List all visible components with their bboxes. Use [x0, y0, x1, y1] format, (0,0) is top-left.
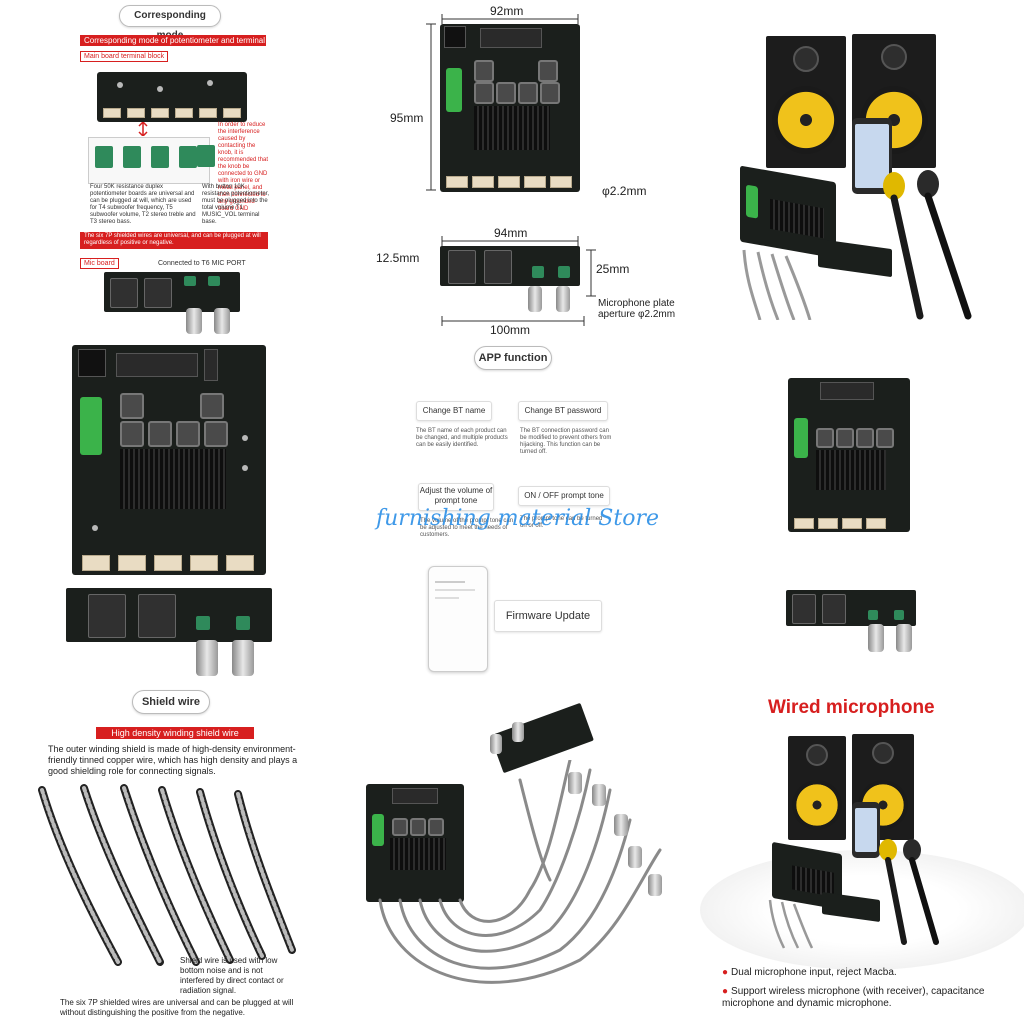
dim-line-height-3 [586, 249, 596, 297]
wired-microphone-title: Wired microphone [768, 697, 935, 718]
kit-knob-1 [568, 772, 582, 794]
phone-app-screenshot [428, 566, 488, 672]
phone-bottom [852, 802, 880, 858]
arrow-icon [138, 122, 148, 136]
microphone-icon [883, 170, 972, 320]
right-knob-2 [896, 624, 912, 652]
right-potentiometer-desc: With button 10K resistance potentiometer… [202, 184, 270, 225]
kit-knob-5 [648, 874, 662, 896]
shielded-wire-note: The six 7P shielded wires are universal,… [80, 232, 268, 249]
cables-bottom [768, 899, 814, 949]
kit-knob-7 [512, 722, 524, 742]
app-desc-change-bt-name: The BT name of each product can be chang… [416, 428, 508, 448]
mic-board-right [786, 590, 916, 626]
note-text: In order to reduce the interference caus… [218, 122, 269, 212]
dim-knob-2 [556, 286, 570, 312]
kit-knob-6 [490, 734, 502, 754]
mic-board-small [104, 272, 240, 312]
app-item-change-bt-name: Change BT name [416, 401, 492, 421]
terminal-block-board [97, 72, 247, 122]
kit-knob-2 [592, 784, 606, 806]
dim-line-width-1 [441, 14, 579, 24]
shield-wire-bar: High density winding shield wire [96, 727, 254, 739]
shield-wire-note-2: The six 7P shielded wires are universal … [60, 998, 294, 1017]
speaker-left [766, 36, 846, 168]
dim-line-width-3 [441, 316, 585, 326]
dim-line-height-1 [426, 23, 436, 191]
app-item-adjust-volume: Adjust the volume of prompt tone [418, 483, 494, 511]
shield-cables [38, 784, 296, 966]
wired-bullet-1: ●Dual microphone input, reject Macba. [722, 967, 897, 978]
firmware-update-card: Firmware Update [494, 600, 602, 632]
main-amplifier-board [72, 345, 266, 575]
dim-width-3: 100mm [490, 323, 531, 337]
dim-height-3: 25mm [596, 262, 630, 276]
corresponding-mode-bar: Corresponding mode of potentiometer and … [80, 35, 266, 46]
mic-board-dimension [440, 246, 580, 286]
app-desc-adjust-volume: The volume of the prompt tone can be adj… [420, 518, 514, 538]
store-watermark: furnishing material Store [376, 506, 660, 531]
amplifier-board-right [788, 378, 910, 532]
dim-knob-1 [528, 286, 542, 312]
mic-connect-text: Connected to T6 MIC PORT [158, 260, 246, 267]
app-item-prompt-tone: ON / OFF prompt tone [518, 486, 610, 506]
app-desc-change-bt-password: The BT connection password can be modifi… [520, 428, 612, 455]
mic-board-label: Mic board [80, 258, 119, 269]
microphone-icon-bottom [879, 839, 939, 945]
corresponding-mode-title: Corresponding mode [119, 5, 221, 41]
mic-knob-3 [196, 640, 218, 676]
left-potentiometer-desc: Four 50K resistance duplex potentiometer… [90, 184, 196, 225]
app-item-change-bt-password: Change BT password [518, 401, 608, 421]
shield-wire-note-1: Shield wire is used with low bottom nois… [180, 956, 284, 995]
dim-height-1: 95mm [390, 111, 424, 125]
mic-board-large [66, 588, 272, 642]
mic-knob-4 [232, 640, 254, 676]
mic-knob-2 [214, 308, 230, 334]
potentiometer-group [88, 137, 210, 184]
shield-wire-desc: The outer winding shield is made of high… [48, 744, 298, 776]
volume-potentiometer [196, 137, 216, 182]
kit-amplifier-board [366, 784, 464, 902]
wired-bullet-2: ●Support wireless microphone (with recei… [722, 986, 985, 1009]
dim-width-2: 94mm [494, 226, 528, 240]
shield-wire-title: Shield wire [132, 690, 210, 714]
app-desc-prompt-tone: The prompt tone can be turned on or off. [520, 516, 603, 529]
mic-knob-1 [186, 308, 202, 334]
speaker-left-bottom [788, 736, 846, 840]
dim-width-1: 92mm [490, 4, 524, 18]
cables-top [742, 249, 812, 320]
amplifier-board-dimension [440, 24, 580, 192]
dim-line-width-2 [441, 236, 579, 246]
kit-knob-3 [614, 814, 628, 836]
right-knob-1 [868, 624, 884, 652]
kit-cables [378, 760, 662, 984]
dim-height-2: 12.5mm [376, 251, 420, 265]
kit-knob-4 [628, 846, 642, 868]
main-board-terminal-label: Main board terminal block [80, 51, 169, 62]
app-function-title: APP function [474, 346, 552, 370]
dim-hole-1: φ2.2mm [602, 184, 647, 198]
dim-aperture: Microphone plate aperture φ2.2mm [598, 298, 676, 320]
